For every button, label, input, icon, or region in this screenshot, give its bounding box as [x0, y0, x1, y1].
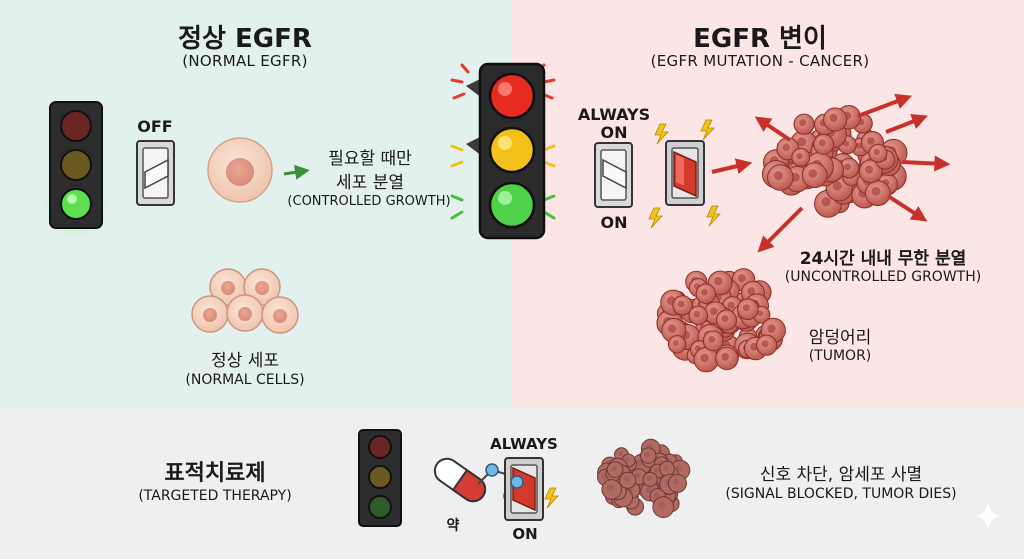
- drug-label: 약: [446, 518, 460, 534]
- normal-subtitle: (NORMAL EGFR): [182, 52, 308, 70]
- normal-cell-icon: [207, 137, 273, 203]
- main-traffic-light-icon: [450, 62, 556, 240]
- dying-tumor-icon: [597, 438, 691, 519]
- always-label: ALWAYS: [577, 105, 651, 124]
- off-switch-icon: [136, 140, 175, 206]
- normal-traffic-light-icon: [44, 101, 108, 237]
- growth-en: (UNCONTROLLED GROWTH): [784, 269, 982, 285]
- tumor-kr: 암덩어리: [808, 328, 872, 348]
- red-arrow-icon: [711, 158, 753, 174]
- normal-cells-kr: 정상 세포: [211, 351, 279, 371]
- result-en: (SIGNAL BLOCKED, TUMOR DIES): [725, 486, 957, 502]
- always-on-switch-icon: [594, 142, 633, 208]
- therapy-subtitle: (TARGETED THERAPY): [138, 488, 292, 504]
- sparkle-icon: [976, 502, 1000, 530]
- therapy-traffic-light-icon: [358, 429, 402, 527]
- therapy-always-label: ALWAYS: [490, 435, 558, 453]
- growth-arrows-icon: [754, 93, 951, 253]
- lightning-icon: [648, 119, 721, 229]
- on-label-top: ON: [600, 123, 628, 142]
- tumor-mass-icon: [656, 268, 786, 373]
- normal-title: 정상 EGFR: [178, 24, 312, 54]
- red-switch-icon: [665, 140, 705, 206]
- division-kr-line2: 세포 분열: [336, 173, 404, 193]
- therapy-title: 표적치료제: [164, 461, 266, 486]
- green-arrow-icon: [283, 164, 310, 180]
- on-label-bottom: ON: [600, 213, 628, 232]
- normal-cells-cluster-icon: [191, 268, 299, 334]
- tumor-large-icon: [761, 105, 908, 218]
- growth-kr: 24시간 내내 무한 분열: [799, 249, 967, 269]
- off-label: OFF: [137, 117, 173, 136]
- therapy-on-label: ON: [512, 525, 538, 543]
- division-kr-line1: 필요할 때만: [328, 149, 412, 169]
- tumor-en: (TUMOR): [808, 348, 872, 364]
- division-en: (CONTROLLED GROWTH): [287, 194, 451, 209]
- mutation-subtitle: (EGFR MUTATION - CANCER): [650, 52, 870, 70]
- result-kr: 신호 차단, 암세포 사멸: [759, 465, 923, 485]
- normal-cells-en: (NORMAL CELLS): [185, 372, 305, 388]
- pill-capsule-icon: [433, 457, 487, 503]
- mutation-title: EGFR 변이: [693, 24, 827, 54]
- blocked-switch-icon: [504, 457, 559, 521]
